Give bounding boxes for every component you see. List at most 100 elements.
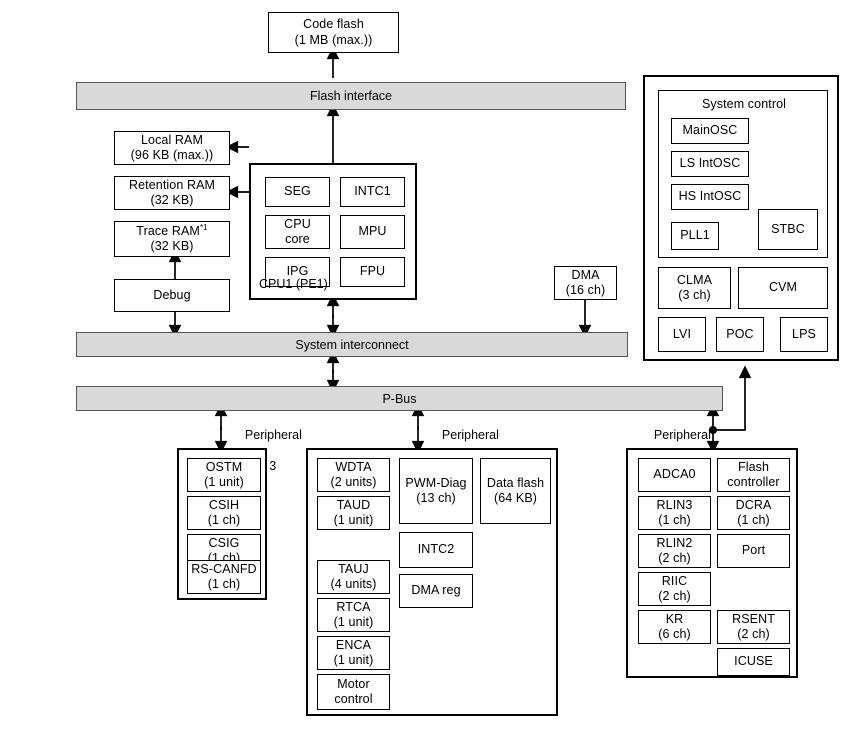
sysctl-mainosc-label: MainOSC	[682, 123, 738, 138]
trace-ram-line1: Trace RAM	[136, 223, 200, 238]
peripheral-group-3-box[interactable]: OSTM (1 unit) CSIH (1 ch) CSIG (1 ch) RS…	[177, 448, 267, 600]
pg1-riic-line1: RIIC	[661, 573, 688, 588]
flash-interface-bar[interactable]: Flash interface	[76, 82, 626, 110]
pg3-ostm-line1: OSTM	[205, 459, 243, 474]
pg2-enca-line1: ENCA	[335, 637, 372, 652]
pg2-tauj[interactable]: TAUJ (4 units)	[317, 560, 390, 594]
sysctl-mainosc[interactable]: MainOSC	[671, 118, 749, 144]
pg3-ostm[interactable]: OSTM (1 unit)	[187, 458, 261, 492]
sysctl-clma-line2: (3 ch)	[678, 288, 711, 302]
cpu-block-seg[interactable]: SEG	[265, 177, 330, 207]
pg1-kr-line1: KR	[665, 611, 684, 626]
pg1-rlin3-line1: RLIN3	[656, 497, 693, 512]
pg1-port-label: Port	[741, 543, 766, 558]
pg2-rtca-line2: (1 unit)	[333, 615, 374, 629]
pg2-wdta-line2: (2 units)	[330, 475, 377, 489]
peripheral-group-3-label-line1: Peripheral	[244, 427, 302, 442]
peripheral-group-1-label-line1: Peripheral	[653, 427, 711, 442]
dma-line1: DMA	[571, 267, 600, 282]
pg1-rlin3-line2: (1 ch)	[658, 513, 691, 527]
p-bus-label: P-Bus	[382, 391, 417, 406]
dma-line2: (16 ch)	[565, 283, 606, 297]
pg2-pwm-diag[interactable]: PWM-Diag (13 ch)	[399, 458, 473, 524]
sysctl-stbc-label: STBC	[771, 221, 805, 236]
dma-box[interactable]: DMA (16 ch)	[554, 266, 617, 300]
sysctl-cvm[interactable]: CVM	[738, 267, 828, 309]
pg2-taud-line2: (1 unit)	[333, 513, 374, 527]
cpu-block-ipg-label: IPG	[286, 264, 309, 279]
sysctl-stbc[interactable]: STBC	[758, 209, 818, 250]
pg2-wdta[interactable]: WDTA (2 units)	[317, 458, 390, 492]
cpu-block-mpu[interactable]: MPU	[340, 215, 405, 249]
pg2-intc2[interactable]: INTC2	[399, 532, 473, 568]
debug-box[interactable]: Debug	[114, 279, 230, 312]
cpu-block-intc1[interactable]: INTC1	[340, 177, 405, 207]
pg3-rs-canfd-line2: (1 ch)	[207, 577, 241, 591]
retention-ram-line2: (32 KB)	[150, 193, 194, 207]
cpu1-group[interactable]: SEG INTC1 CPU core MPU IPG FPU	[249, 163, 417, 300]
trace-ram-footnote-marker: *1	[199, 222, 208, 232]
pg1-icuse-label: ICUSE	[734, 654, 773, 669]
pg2-taud[interactable]: TAUD (1 unit)	[317, 496, 390, 530]
pg2-pwm-diag-line2: (13 ch)	[416, 491, 456, 505]
cpu-block-intc1-label: INTC1	[354, 184, 391, 199]
pg3-csih-line2: (1 ch)	[207, 513, 241, 527]
system-control-group[interactable]: System control MainOSC LS IntOSC HS IntO…	[643, 75, 839, 361]
pg3-rs-canfd-line1: RS-CANFD	[191, 561, 257, 576]
sysctl-clma[interactable]: CLMA (3 ch)	[658, 267, 731, 309]
pg1-rlin2[interactable]: RLIN2 (2 ch)	[638, 534, 711, 568]
cpu-block-ipg[interactable]: IPG	[265, 257, 330, 287]
retention-ram-box[interactable]: Retention RAM (32 KB)	[114, 176, 230, 210]
sysctl-hs-intosc[interactable]: HS IntOSC	[671, 184, 749, 210]
pg1-flash-controller[interactable]: Flash controller	[717, 458, 790, 492]
pg1-rsent-line1: RSENT	[732, 611, 775, 626]
pg2-motor-control[interactable]: Motor control	[317, 674, 390, 710]
cpu-block-fpu-label: FPU	[359, 264, 386, 279]
pg1-dcra[interactable]: DCRA (1 ch)	[717, 496, 790, 530]
local-ram-box[interactable]: Local RAM (96 KB (max.))	[114, 131, 230, 165]
cpu-core-line1: CPU	[284, 216, 311, 231]
pg1-rsent[interactable]: RSENT (2 ch)	[717, 610, 790, 644]
pg2-rtca[interactable]: RTCA (1 unit)	[317, 598, 390, 632]
pg1-rsent-line2: (2 ch)	[737, 627, 770, 641]
pg2-dma-reg-label: DMA reg	[411, 583, 461, 598]
cpu1-caption: CPU1 (PE1)	[259, 277, 328, 291]
sysctl-poc-label: POC	[726, 326, 754, 341]
peripheral-group-2-box[interactable]: WDTA (2 units) TAUD (1 unit) TAUJ (4 uni…	[306, 448, 558, 716]
cpu-block-cpu-core[interactable]: CPU core	[265, 215, 330, 249]
debug-label: Debug	[153, 287, 191, 302]
sysctl-lps[interactable]: LPS	[780, 317, 828, 352]
trace-ram-box[interactable]: Trace RAM*1 (32 KB)	[114, 221, 230, 257]
pg1-icuse[interactable]: ICUSE	[717, 648, 790, 676]
pg2-wdta-line1: WDTA	[335, 459, 372, 474]
pg1-dcra-line1: DCRA	[735, 497, 772, 512]
pg1-adca0-label: ADCA0	[653, 467, 696, 482]
pg1-adca0[interactable]: ADCA0	[638, 458, 711, 492]
cpu-block-fpu[interactable]: FPU	[340, 257, 405, 287]
code-flash-box[interactable]: Code flash (1 MB (max.))	[268, 12, 399, 53]
peripheral-group-2-label-line1: Peripheral	[441, 427, 499, 442]
pg1-kr[interactable]: KR (6 ch)	[638, 610, 711, 644]
pg2-enca-line2: (1 unit)	[333, 653, 374, 667]
pg2-taud-line1: TAUD	[336, 497, 371, 512]
pg3-rs-canfd[interactable]: RS-CANFD (1 ch)	[187, 560, 261, 594]
pg2-data-flash[interactable]: Data flash (64 KB)	[480, 458, 551, 524]
sysctl-lvi[interactable]: LVI	[658, 317, 706, 352]
system-interconnect-bar[interactable]: System interconnect	[76, 332, 628, 357]
pg2-pwm-diag-line1: PWM-Diag	[405, 475, 467, 490]
cpu-block-seg-label: SEG	[284, 184, 311, 199]
pg1-rlin3[interactable]: RLIN3 (1 ch)	[638, 496, 711, 530]
pg1-kr-line2: (6 ch)	[658, 627, 691, 641]
sysctl-pll1[interactable]: PLL1	[671, 222, 719, 250]
sysctl-ls-intosc[interactable]: LS IntOSC	[671, 151, 749, 177]
pg2-data-flash-line1: Data flash	[486, 475, 545, 490]
pg2-enca[interactable]: ENCA (1 unit)	[317, 636, 390, 670]
pg3-ostm-line2: (1 unit)	[204, 475, 244, 489]
pg1-riic[interactable]: RIIC (2 ch)	[638, 572, 711, 606]
peripheral-group-1-box[interactable]: ADCA0 Flash controller RLIN3 (1 ch) DCRA…	[626, 448, 798, 678]
pg2-dma-reg[interactable]: DMA reg	[399, 574, 473, 608]
pg3-csih[interactable]: CSIH (1 ch)	[187, 496, 261, 530]
sysctl-poc[interactable]: POC	[716, 317, 764, 352]
pg1-port[interactable]: Port	[717, 534, 790, 568]
p-bus-bar[interactable]: P-Bus	[76, 386, 723, 411]
